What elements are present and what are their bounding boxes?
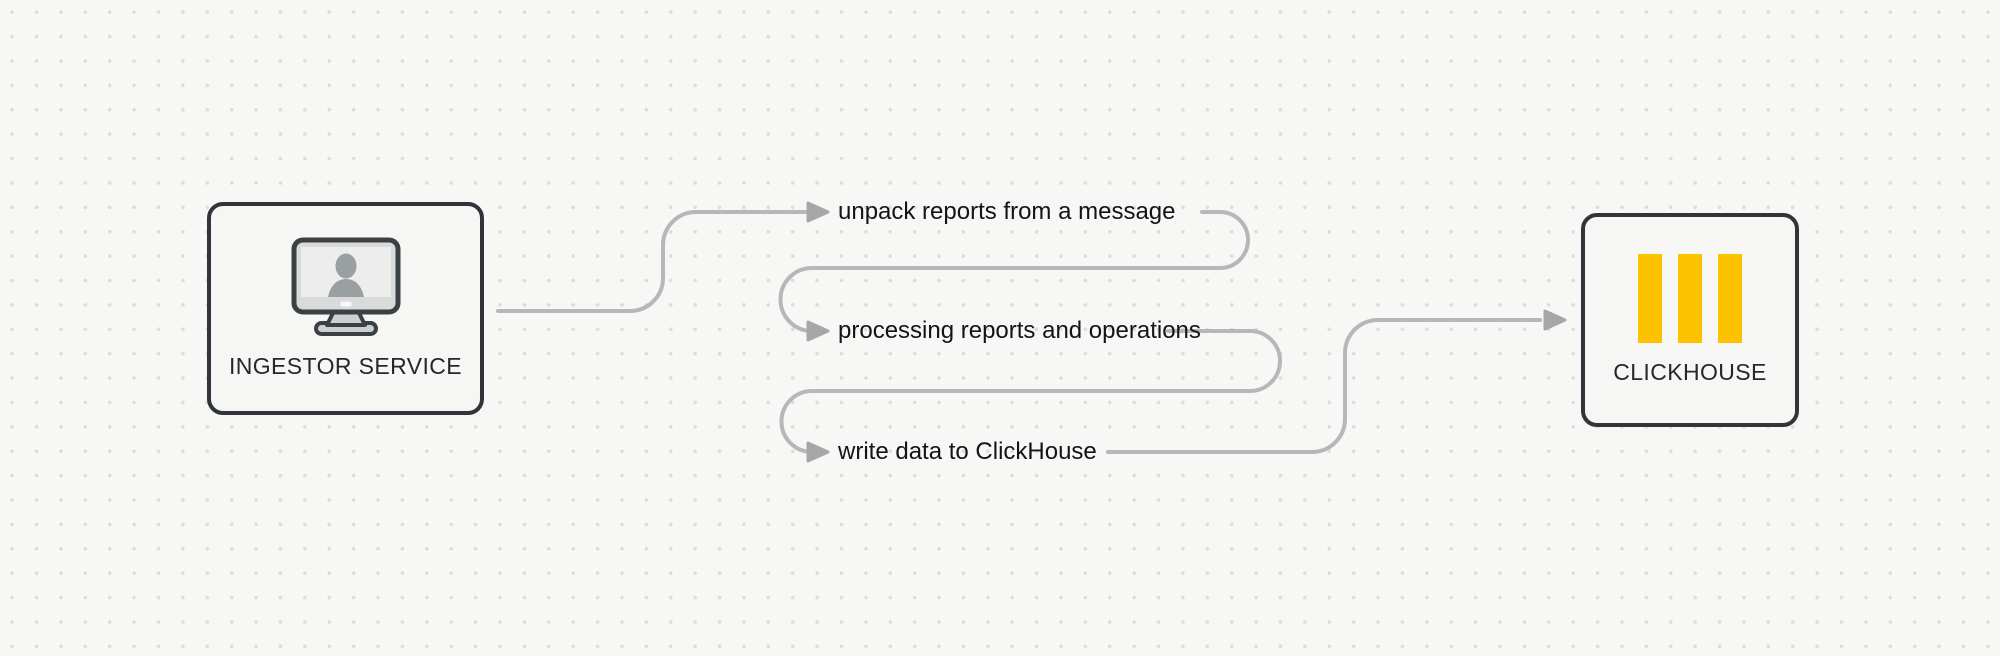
connector-step2-to-step3 xyxy=(779,329,1282,454)
ingestor-service-label: INGESTOR SERVICE xyxy=(228,353,463,379)
step-label-unpack: unpack reports from a message xyxy=(838,198,1176,225)
step-label-write: write data to ClickHouse xyxy=(838,438,1097,465)
monitor-user-icon xyxy=(291,237,400,336)
node-ingestor-service[interactable]: INGESTOR SERVICE xyxy=(207,202,484,415)
connector-step3-to-clickhouse xyxy=(1106,318,1542,454)
arrowhead-step3-icon xyxy=(806,441,830,463)
step-label-processing: processing reports and operations xyxy=(838,317,1201,344)
node-clickhouse[interactable]: CLICKHOUSE xyxy=(1581,213,1799,427)
clickhouse-label: CLICKHOUSE xyxy=(1613,359,1767,385)
arrowhead-step2-icon xyxy=(806,320,830,342)
arrowhead-clickhouse-icon xyxy=(1543,309,1567,331)
clickhouse-logo-icon xyxy=(1638,254,1742,343)
arrowhead-step1-icon xyxy=(806,201,830,223)
connector-ingestor-to-step1 xyxy=(496,210,808,313)
connector-step1-to-step2 xyxy=(778,210,1250,333)
